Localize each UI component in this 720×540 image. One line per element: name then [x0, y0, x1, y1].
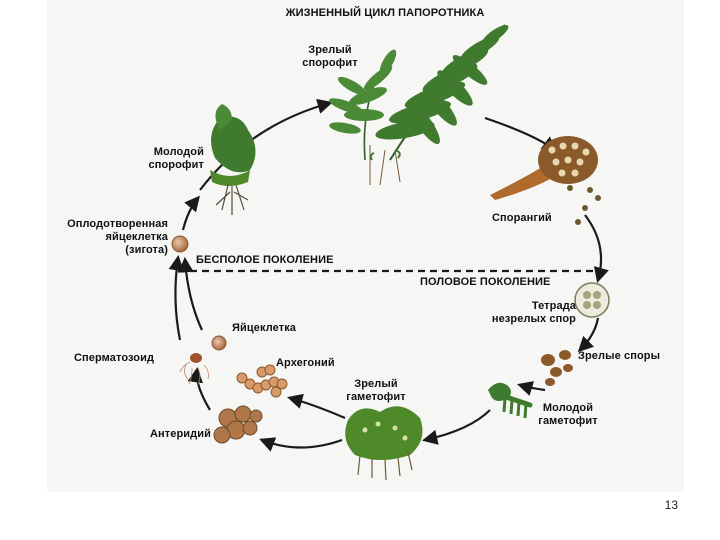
tetrad-label: Тетрада незрелых спор [491, 300, 576, 325]
sperm-illustration [179, 353, 209, 385]
archegonium-illustration [236, 364, 288, 398]
mature-gametophyte-label: Зрелый гаметофит [346, 378, 406, 403]
archegonium-label: Архегоний [276, 357, 335, 369]
mature-sporophyte-illustration [328, 24, 509, 186]
young-sporophyte-illustration [210, 104, 256, 215]
mature-sporophyte-label: Зрелый спорофит [302, 44, 358, 69]
arrow-egg-to-zygote [178, 256, 203, 331]
egg-label: Яйцеклетка [232, 322, 297, 334]
arrow-tetrad-to-spores [577, 317, 600, 353]
young-gametophyte-label: Молодой гаметофит [538, 402, 598, 427]
page-number: 13 [664, 498, 678, 512]
arrow-gametophyte-to-archegonium [287, 393, 346, 420]
arrow-sporangium-to-tetrad [584, 214, 609, 283]
antheridium-illustration [213, 405, 263, 444]
sexual-generation-label: ПОЛОВОЕ ПОКОЛЕНИЕ [420, 276, 551, 288]
diagram-title: ЖИЗНЕННЫЙ ЦИКЛ ПАПОРОТНИКА [285, 7, 485, 19]
asexual-generation-label: БЕСПОЛОЕ ПОКОЛЕНИЕ [196, 254, 334, 266]
mature-gametophyte-illustration [345, 406, 423, 481]
arrow-gametophyte-to-antheridium [259, 437, 343, 452]
tetrad-illustration [574, 282, 610, 318]
young-sporophyte-label: Молодой спорофит [148, 146, 204, 171]
arrow-antheridium-to-sperm [187, 366, 211, 411]
mature-spores-illustration [541, 350, 573, 386]
arrow-spores-to-young-gametophyte [517, 381, 546, 396]
zygote-label: Оплодотворенная яйцеклетка (зигота) [67, 218, 168, 256]
sporangium-label: Спорангий [492, 212, 552, 224]
zygote-illustration [171, 235, 189, 253]
arrow-zygote-to-young-sporophyte [181, 195, 200, 231]
egg-illustration [211, 335, 227, 351]
sporangium-illustration [490, 136, 601, 225]
mature-spores-label: Зрелые споры [578, 350, 661, 362]
sperm-label: Сперматозоид [74, 352, 155, 364]
young-gametophyte-illustration [488, 382, 533, 419]
cycle-arrows [168, 98, 609, 452]
antheridium-label: Антеридий [150, 428, 211, 440]
arrow-sperm-to-zygote [168, 254, 184, 341]
arrow-young-to-mature-gametophyte [421, 409, 491, 445]
